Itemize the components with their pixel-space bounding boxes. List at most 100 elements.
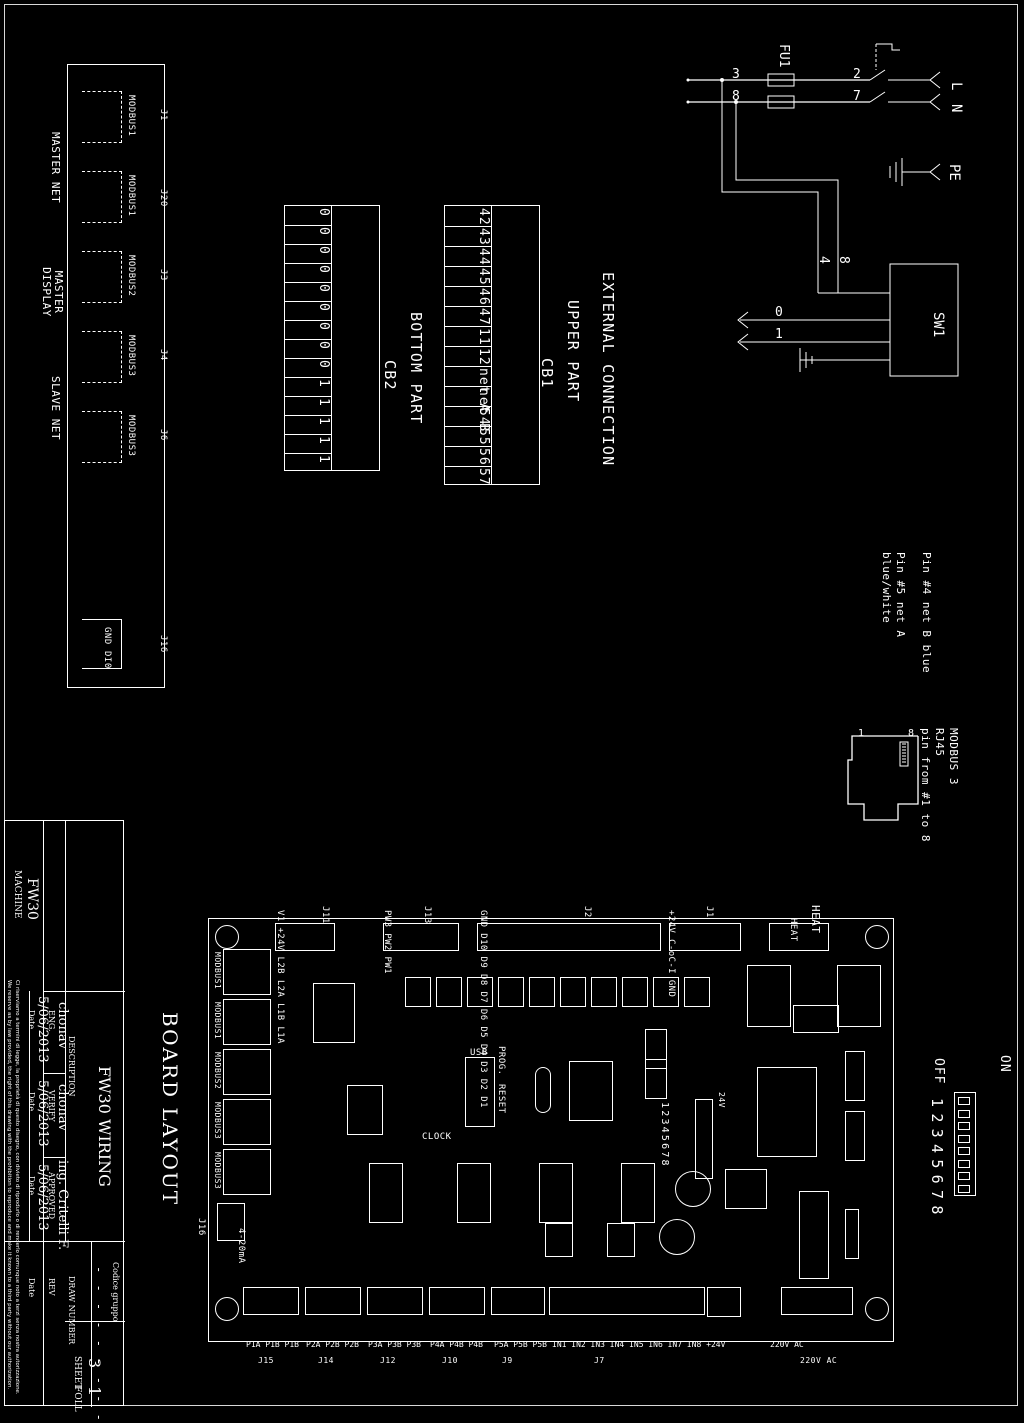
power-wiring-schematic: FU1 3 8 2 7 L N PE 8 4 SW1 0 1 [686,43,964,377]
rj45-label: RJ45 [933,728,946,757]
bottom-connector-id: J10 [442,1356,458,1365]
j16-board-label: J16 [196,1218,206,1236]
machine-label: MACHINE [12,870,22,919]
relay [405,977,431,1007]
dip-slot [958,1134,970,1143]
fuse-label: FU1 [776,44,791,67]
title-block [4,820,125,1407]
dip-switch-body [954,1092,976,1196]
ic-chip [645,1059,667,1099]
modbus3-title: MODBUS 3 [947,728,960,785]
modbus-jack-label: MODBUS1 [213,1002,222,1040]
ic-chip [621,1163,655,1223]
wire-2: 2 [853,67,861,82]
bottom-connector-pins: IN1 IN2 IN3 IN4 IN5 IN6 IN7 IN8 +24V [552,1340,726,1349]
dip-slot [958,1097,970,1105]
fuse-holder [845,1111,865,1161]
connector-bus-label: MODBUS3 [126,415,136,457]
bottom-connector-pins: P1A P1B P1B [246,1340,299,1349]
mounting-hole [865,925,889,949]
relay [529,977,555,1007]
cb2-divider [285,320,331,321]
j1-connector [669,923,741,951]
rj45-jack-symbol [82,91,122,143]
transformer [837,965,881,1027]
note-pin4: Pin #4 net B blue [920,552,933,674]
approved-name: ing. Critelli F. [55,1160,70,1251]
eng-date-label: Date [27,1010,36,1030]
wire-8a: 8 [732,89,740,104]
relay [591,977,617,1007]
master-net-label: MASTER NET [49,132,62,204]
cb1-divider [445,326,491,327]
cb2-divider [285,339,331,340]
cb2-cell: 1 [316,455,331,464]
verify-name: chonav [55,1084,70,1131]
reset-button[interactable]: RESET [496,1084,506,1114]
j16-id-label: J16 [158,635,168,653]
cb1-cell: 12 [476,348,491,366]
bottom-connector-id: J9 [502,1356,513,1365]
eng-name: chonav [55,1002,70,1049]
modbus-jack-label: MODBUS1 [213,952,222,990]
j2-connector [477,923,661,951]
power-block [757,1067,817,1157]
relay [653,977,679,1007]
cb1-divider [445,446,491,447]
cb2-cell: 1 [316,417,331,426]
connector-bus-label: MODBUS2 [126,255,136,297]
cb1-cell: 11 [476,328,491,346]
j16-pin-label: GND [102,627,112,645]
note-pin5-color: blue/white [880,552,893,624]
cb1-cell: 44 [476,248,491,266]
j11-connector [275,923,335,951]
foll-label: FOLL [72,1386,82,1412]
analog-input-label: 4-20mA [236,1228,246,1264]
fuse-block [707,1287,741,1317]
microcontroller [569,1061,613,1121]
connector-bus-label: MODBUS1 [126,175,136,217]
heat-connector [769,923,829,951]
modbus-jack-label: MODBUS3 [213,1102,222,1140]
rev-label: REV [47,1278,56,1296]
ic-chip [313,983,355,1043]
cb2-cell: 0 [316,322,331,331]
cb1-divider [445,306,491,307]
verify-date: 5/06/2013 [35,1080,50,1147]
rj45-pin1-label: 1 [858,728,864,739]
fuse-holder [845,1051,865,1101]
dip-off-label: OFF [931,1058,946,1085]
ic-chip [539,1163,573,1223]
cb2-divider [285,434,331,435]
pcb-outline [208,918,894,1342]
bottom-connector [549,1287,705,1315]
modbus-jack [223,949,271,995]
relay [560,977,586,1007]
drawing-title: FW30 WIRING [95,1066,114,1187]
ic-chip [645,1029,667,1069]
draw-number-label: DRAW NUMBER [67,1276,76,1345]
cb2-cell: 0 [316,227,331,236]
bottom-connector-id: J15 [258,1356,274,1365]
connector-id-label: J6 [158,429,168,441]
connector-bus-label: MODBUS1 [126,95,136,137]
relay [436,977,462,1007]
wire-4: 4 [816,256,831,264]
cb2-cell: 1 [316,379,331,388]
v24-label: 24V [717,1092,726,1108]
cb2-divider [285,377,331,378]
power-block [799,1191,829,1279]
wire-7: 7 [853,89,861,104]
connector-id-label: J20 [158,189,168,207]
cb1-cell: 45 [476,268,491,286]
usb-connector [465,1057,495,1127]
output-1: 1 [775,327,783,342]
verify-date-label: Date [27,1092,36,1112]
cb2-divider [285,396,331,397]
cb1-divider [445,286,491,287]
modbus-jack [223,1149,271,1195]
bottom-connector-pins: P4A P4B P4B [430,1340,483,1349]
drawing-frame [4,4,1018,1406]
relay [622,977,648,1007]
bottom-connector [491,1287,545,1315]
